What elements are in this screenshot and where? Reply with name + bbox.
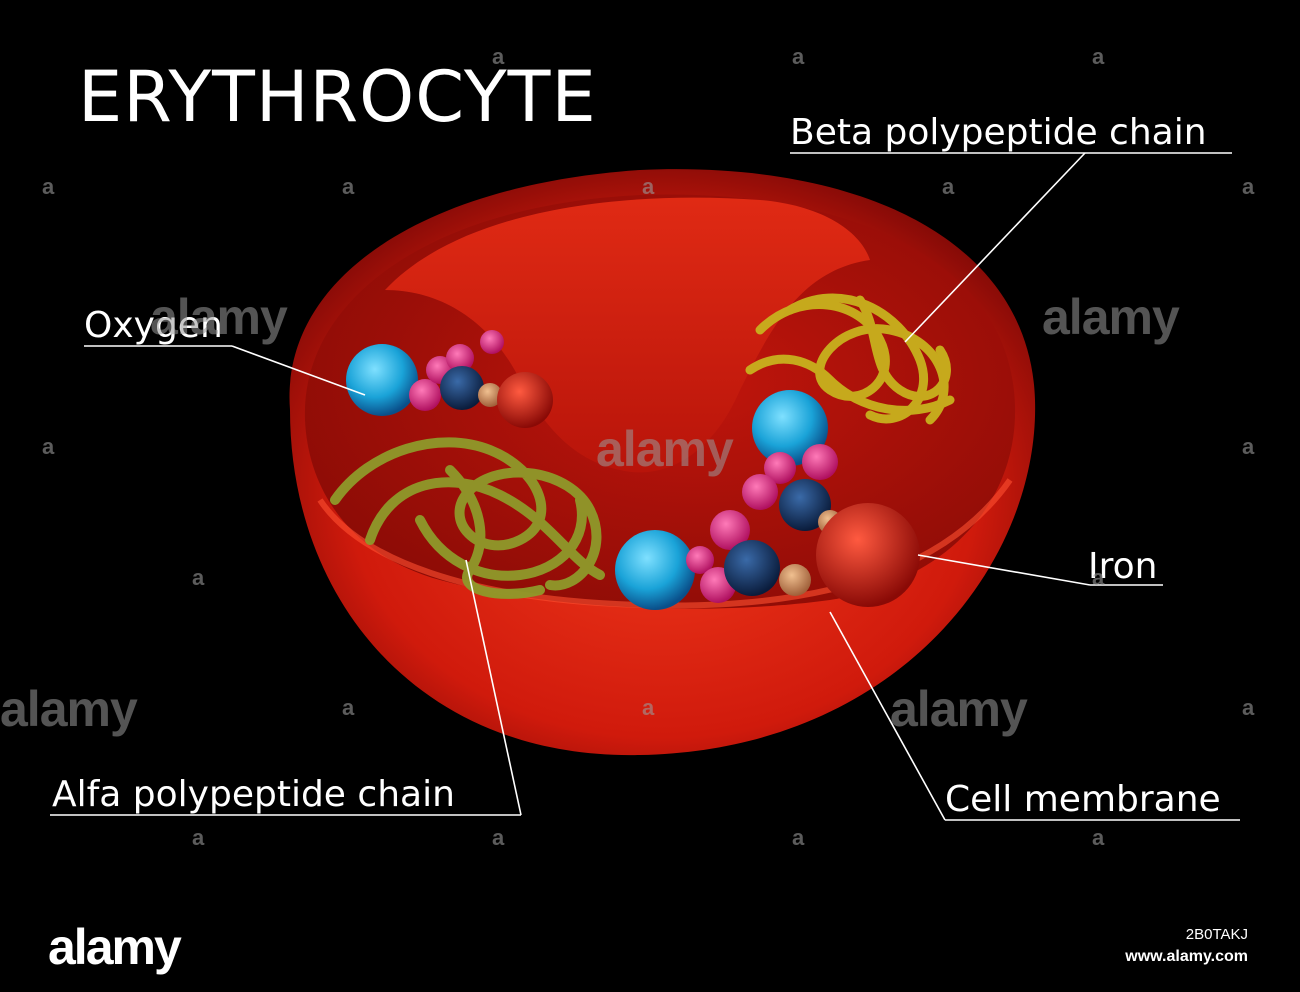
watermark-letter: a [1092, 565, 1105, 590]
leader-lines [50, 152, 1240, 821]
label-beta-chain: Beta polypeptide chain [790, 112, 1207, 153]
watermark-letter: a [792, 825, 805, 850]
watermark-letter: a [342, 695, 355, 720]
watermark-letter: a [942, 174, 955, 199]
diagram-title: ERYTHROCYTE [78, 56, 597, 138]
molecule-cluster-top [346, 330, 553, 428]
watermark-word: alamy [150, 289, 288, 345]
watermark-word: alamy [890, 681, 1028, 737]
watermark-letter: a [342, 174, 355, 199]
alfa-chain [330, 437, 605, 599]
watermark-letter: a [192, 825, 205, 850]
watermark-letter: a [1242, 174, 1255, 199]
watermark-letter: a [42, 434, 55, 459]
cell-dimple [385, 197, 870, 473]
watermark-letter: a [192, 565, 205, 590]
label-alfa-chain: Alfa polypeptide chain [52, 774, 455, 815]
label-cell-membrane: Cell membrane [945, 779, 1221, 820]
label-oxygen: Oxygen [84, 305, 223, 346]
watermark-word: alamy [1042, 289, 1180, 345]
watermark-word: alamy [596, 421, 734, 477]
image-url: www.alamy.com [1125, 948, 1248, 965]
molecule-cluster-right [742, 390, 842, 534]
watermark-letter: a [492, 825, 505, 850]
label-iron: Iron [1088, 546, 1158, 587]
watermark-letter: a [1242, 695, 1255, 720]
watermark-word: alamy [0, 681, 138, 737]
alamy-logo: alamy [48, 919, 182, 975]
watermark-letter: a [642, 695, 655, 720]
watermark-letter: a [792, 44, 805, 69]
watermark-letter: a [1092, 825, 1105, 850]
watermark-letter: a [492, 44, 505, 69]
watermark-letter: a [1092, 44, 1105, 69]
beta-chain [745, 293, 955, 425]
watermark-letter: a [642, 174, 655, 199]
watermark-letter: a [42, 174, 55, 199]
image-id: 2B0TAKJ [1185, 926, 1248, 943]
molecule-cluster-bottom [615, 503, 920, 610]
watermark-letter: a [1242, 434, 1255, 459]
